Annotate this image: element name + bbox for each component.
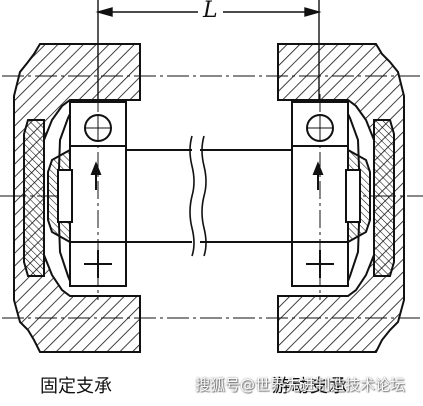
shaft [125,135,295,257]
right-bearing [291,101,371,287]
dimension-label: L [198,0,223,23]
caption-floating-support: 游动支承 [272,376,348,397]
watermark: 搜狐号@世界先进制造技术论坛 [195,376,406,394]
left-bearing [47,101,127,287]
caption-fixed-support: 固定支承 [40,376,112,397]
